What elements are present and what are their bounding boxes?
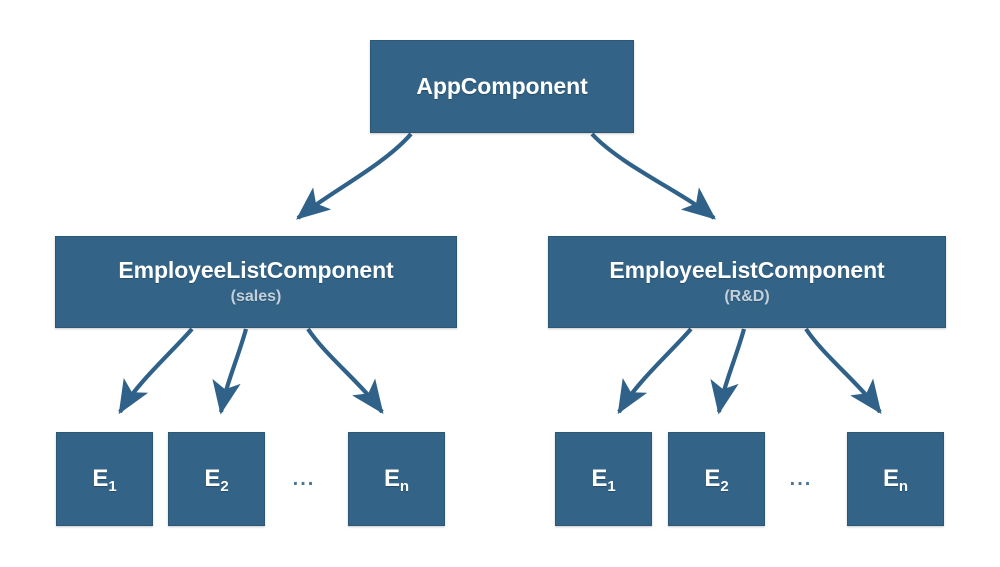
node-employee-sales-1[interactable]: E1: [56, 432, 153, 526]
node-employee-rnd-2[interactable]: E2: [668, 432, 765, 526]
ellipsis-rnd: ...: [789, 468, 813, 490]
node-employee-sales-n[interactable]: En: [348, 432, 445, 526]
edge-sales-to-e2: [212, 328, 249, 415]
employee-base: E: [204, 464, 221, 492]
edge-rnd-to-e1: [617, 327, 693, 415]
node-employee-rnd-n[interactable]: En: [847, 432, 944, 526]
employee-base: E: [384, 464, 400, 492]
node-employee-rnd-2-label: E2: [704, 464, 729, 495]
node-app-component[interactable]: AppComponent: [370, 40, 634, 133]
employee-index: 1: [607, 477, 616, 495]
employee-index: n: [898, 477, 908, 495]
employee-base: E: [92, 464, 109, 492]
node-app-component-label: AppComponent: [416, 72, 588, 99]
node-employee-sales-2-label: E2: [204, 464, 229, 495]
node-employee-rnd-1[interactable]: E1: [555, 432, 652, 526]
edge-rnd-to-e2: [710, 328, 747, 415]
employee-index: n: [399, 477, 409, 495]
employee-index: 2: [720, 477, 729, 495]
employee-base: E: [704, 464, 721, 492]
node-employee-list-sales[interactable]: EmployeeListComponent (sales): [55, 236, 457, 328]
node-employee-list-rnd[interactable]: EmployeeListComponent (R&D): [548, 236, 946, 328]
node-employee-list-sales-label: EmployeeListComponent: [118, 257, 394, 284]
edge-sales-to-en: [306, 327, 384, 415]
edge-app-to-rnd: [590, 132, 716, 220]
node-employee-sales-2[interactable]: E2: [168, 432, 265, 526]
node-employee-list-rnd-subtitle: (R&D): [724, 287, 770, 305]
node-employee-rnd-1-label: E1: [591, 464, 616, 495]
node-employee-sales-n-label: En: [384, 464, 409, 495]
employee-base: E: [591, 464, 608, 492]
edge-app-to-sales: [296, 132, 413, 220]
edge-sales-to-e1: [118, 327, 194, 415]
node-employee-rnd-n-label: En: [883, 464, 908, 495]
edge-rnd-to-en: [804, 327, 882, 415]
employee-index: 2: [220, 477, 229, 495]
employee-base: E: [883, 464, 899, 492]
employee-index: 1: [108, 477, 117, 495]
node-employee-sales-1-label: E1: [92, 464, 117, 495]
node-employee-list-sales-subtitle: (sales): [230, 287, 282, 305]
node-employee-list-rnd-label: EmployeeListComponent: [609, 257, 885, 284]
ellipsis-sales: ...: [292, 468, 316, 490]
